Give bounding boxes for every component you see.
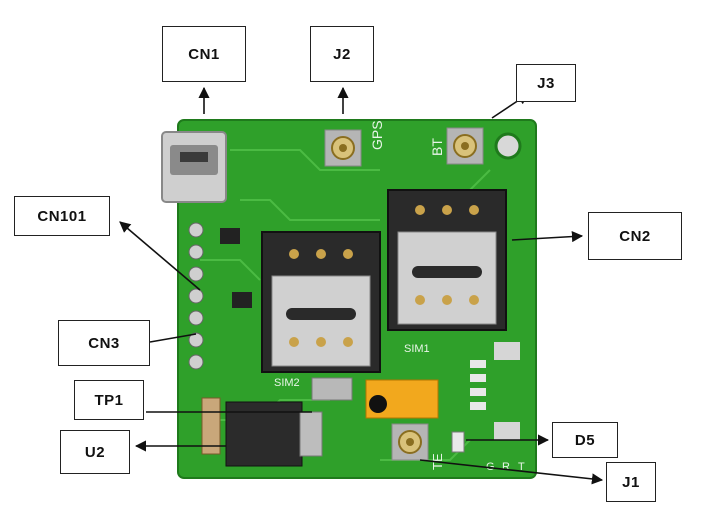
silk-sim2: SIM2 bbox=[274, 377, 300, 389]
silk-gps: GPS bbox=[369, 120, 385, 150]
mounting-hole bbox=[494, 132, 522, 160]
bt-antenna-connector bbox=[446, 127, 484, 165]
label-j2: J2 bbox=[310, 26, 374, 82]
led-d5 bbox=[451, 431, 465, 453]
transistor bbox=[232, 292, 252, 308]
label-cn101: CN101 bbox=[14, 196, 110, 236]
silk-bt: BT bbox=[429, 138, 445, 156]
label-u2: U2 bbox=[60, 430, 130, 474]
test-point bbox=[311, 377, 353, 401]
line-cn3 bbox=[149, 333, 197, 343]
arrow-cn2 bbox=[511, 230, 584, 243]
smd-pads bbox=[470, 342, 520, 440]
label-cn3: CN3 bbox=[58, 320, 150, 366]
tantalum-capacitor bbox=[365, 379, 439, 419]
leader-lines bbox=[119, 86, 604, 485]
gps-antenna-connector bbox=[324, 129, 362, 167]
label-cn2: CN2 bbox=[588, 212, 682, 260]
sim1-holder bbox=[387, 189, 507, 331]
transistor bbox=[220, 228, 240, 244]
te-antenna-connector bbox=[391, 423, 429, 461]
label-j1: J1 bbox=[606, 462, 656, 502]
silk-rx: R bbox=[502, 461, 510, 473]
label-j3: J3 bbox=[516, 64, 576, 102]
arrow-j1 bbox=[419, 459, 604, 485]
usb-connector bbox=[161, 131, 227, 203]
label-d5: D5 bbox=[552, 422, 618, 458]
label-cn1: CN1 bbox=[162, 26, 246, 82]
silk-tx: T bbox=[518, 461, 525, 473]
arrow-cn101 bbox=[119, 221, 201, 291]
sim2-holder bbox=[261, 231, 381, 373]
label-tp1: TP1 bbox=[74, 380, 144, 420]
pin-header bbox=[188, 222, 204, 370]
silk-sim1: SIM1 bbox=[404, 343, 430, 355]
